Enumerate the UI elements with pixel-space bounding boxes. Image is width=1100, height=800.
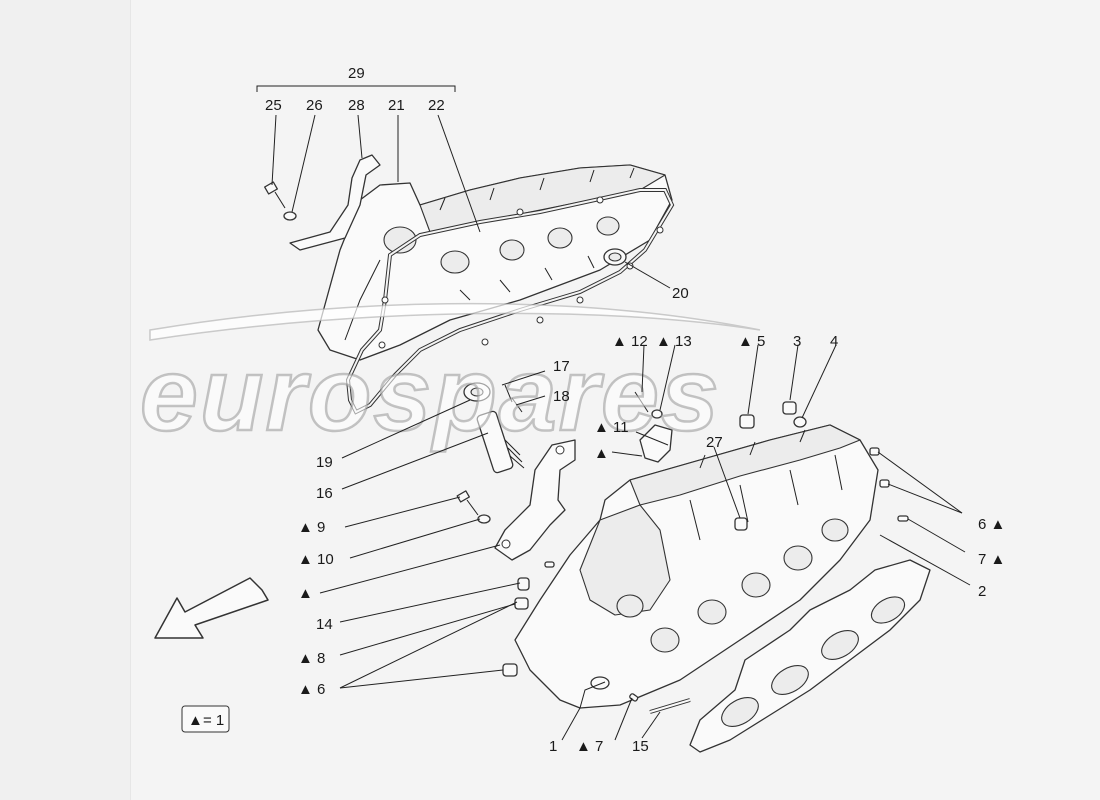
label-6-right: 6 ▲ [978,516,1005,533]
label-7-right: 7 ▲ [978,551,1005,568]
fitting-8[interactable] [514,597,529,610]
label-1: 1 [549,738,557,755]
label-25: 25 [265,97,282,114]
leader-lines [271,114,971,741]
watermark-text: eurospares [140,337,721,453]
label-triangle-b: ▲ [298,585,313,602]
label-12: ▲ 12 [612,333,648,350]
fitting-3[interactable] [782,401,797,415]
label-triangle-a: ▲ [594,445,609,462]
label-14: 14 [316,616,333,633]
cylinder-head[interactable] [514,424,879,709]
fitting-27[interactable] [734,517,748,531]
label-21: 21 [388,97,405,114]
label-18: 18 [553,388,570,405]
legend-box: ▲ = 1 [181,705,230,733]
label-26: 26 [306,97,323,114]
label-8: ▲ 8 [298,650,325,667]
page-margin [0,0,131,800]
label-28: 28 [348,97,365,114]
label-20: 20 [672,285,689,302]
spark-plug-seal[interactable] [603,248,627,266]
cover-screw[interactable] [264,181,286,209]
fitting-4[interactable] [793,416,807,428]
solenoid-seal[interactable] [463,382,491,402]
dowel-7-bottom[interactable] [629,693,639,702]
label-6-left: ▲ 6 [298,681,325,698]
cover-washer[interactable] [283,211,297,221]
label-9: ▲ 9 [298,519,325,536]
group-bracket [256,85,456,92]
part-labels: 29 25 26 28 21 22 20 17 18 19 16 ▲ 12 ▲ … [265,65,1005,755]
label-3: 3 [793,333,801,350]
dowel-7-right[interactable] [897,515,909,522]
lifting-bracket[interactable] [494,439,576,561]
watermark: eurospares [139,302,761,454]
label-16: 16 [316,485,333,502]
label-13: ▲ 13 [656,333,692,350]
label-4: 4 [830,333,838,350]
fitting-5[interactable] [739,414,755,429]
label-19: 19 [316,454,333,471]
head-gasket[interactable] [689,559,931,753]
sensor-bracket[interactable] [634,391,673,463]
label-7-bottom: ▲ 7 [576,738,603,755]
direction-arrow-icon [154,577,269,639]
label-11: ▲ 11 [594,419,629,436]
label-29: 29 [348,65,365,82]
dowel-6-lower[interactable] [502,663,518,677]
label-17: 17 [553,358,570,375]
bracket[interactable] [289,154,381,251]
bracket-washer[interactable] [477,514,491,524]
bracket-screw[interactable] [456,490,479,516]
fitting-14[interactable] [517,561,555,591]
pin-15[interactable] [649,698,691,714]
label-15: 15 [632,738,649,755]
label-10: ▲ 10 [298,551,334,568]
legend-symbol: ▲ [188,712,203,729]
dowel-6-upper[interactable] [869,447,890,488]
label-22: 22 [428,97,445,114]
legend-text: = 1 [203,712,224,729]
label-2: 2 [978,583,986,600]
label-27: 27 [706,434,723,451]
label-5: ▲ 5 [738,333,765,350]
timing-solenoid[interactable] [476,410,525,474]
